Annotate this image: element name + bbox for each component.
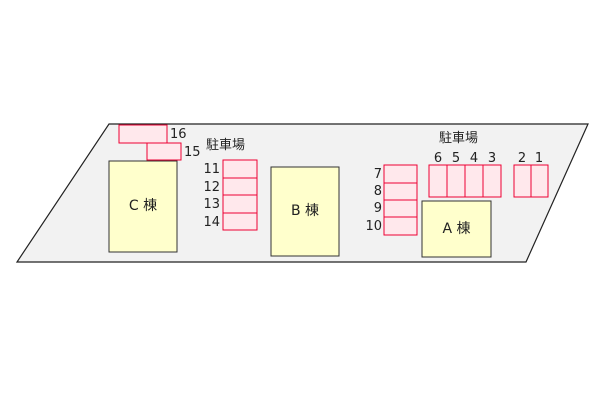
parking-space-7[interactable] (383, 164, 418, 184)
parking-space-1[interactable] (530, 164, 549, 198)
building-a-label: A 棟 (442, 221, 471, 237)
space-number-14: 14 (203, 215, 220, 230)
parking-space-4[interactable] (464, 164, 484, 198)
space-number-13: 13 (203, 197, 220, 212)
parking-space-2[interactable] (513, 164, 532, 198)
building-a[interactable] (421, 200, 492, 258)
parking-space-13[interactable] (222, 194, 258, 214)
space-number-15: 15 (184, 145, 201, 160)
space-number-10: 10 (365, 219, 382, 234)
space-number-6: 6 (433, 151, 443, 166)
space-number-3: 3 (487, 151, 497, 166)
space-number-7: 7 (373, 167, 382, 182)
parking-space-15[interactable] (146, 142, 182, 161)
parking-space-11[interactable] (222, 159, 258, 179)
space-number-16: 16 (170, 127, 187, 142)
parking-space-14[interactable] (222, 212, 258, 231)
parking-space-8[interactable] (383, 182, 418, 201)
parking-space-3[interactable] (482, 164, 502, 198)
space-number-12: 12 (203, 180, 220, 195)
parking-space-12[interactable] (222, 177, 258, 196)
parking-space-16[interactable] (118, 124, 168, 144)
building-c-label: C 棟 (128, 198, 158, 214)
parking-space-10[interactable] (383, 216, 418, 236)
space-number-1: 1 (534, 151, 544, 166)
parking-space-9[interactable] (383, 199, 418, 218)
building-c[interactable] (108, 160, 178, 253)
parking-heading-right: 駐車場 (439, 131, 479, 146)
building-b-label: B 棟 (290, 203, 320, 219)
parking-heading-left: 駐車場 (206, 138, 246, 153)
space-number-5: 5 (451, 151, 461, 166)
space-number-4: 4 (469, 151, 479, 166)
space-number-8: 8 (373, 184, 382, 199)
space-number-11: 11 (203, 162, 220, 177)
space-number-9: 9 (373, 201, 382, 216)
parking-space-6[interactable] (428, 164, 448, 198)
parking-space-5[interactable] (446, 164, 466, 198)
building-b[interactable] (270, 166, 340, 257)
space-number-2: 2 (517, 151, 527, 166)
